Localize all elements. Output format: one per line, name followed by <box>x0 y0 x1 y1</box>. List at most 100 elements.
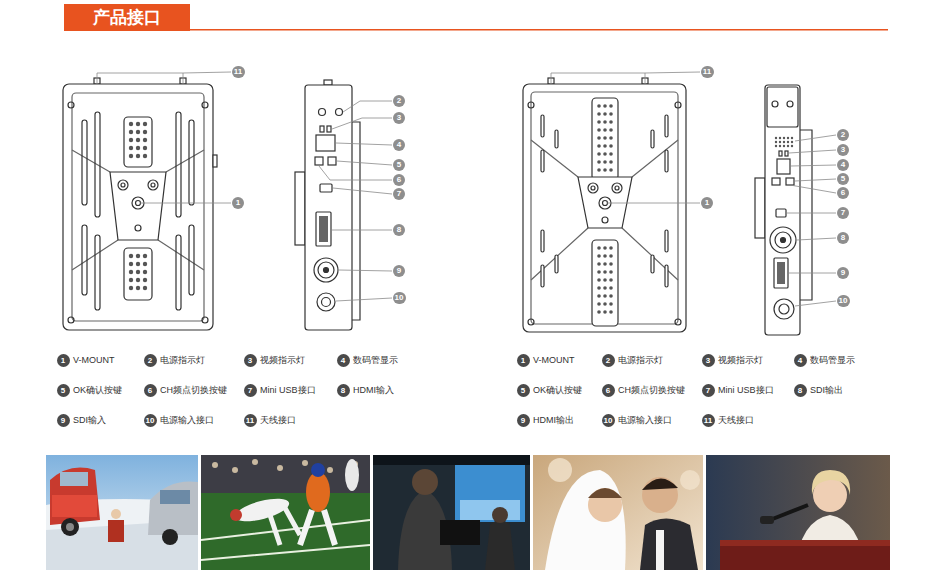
device-front-view <box>135 225 141 231</box>
device-front-view <box>597 246 601 250</box>
device-front-view <box>555 130 558 148</box>
title-bar <box>64 4 888 31</box>
part-name: 视频指示灯 <box>260 353 305 367</box>
device-front-view <box>136 130 140 134</box>
device-front-view <box>136 122 140 126</box>
device-front-view <box>151 183 155 187</box>
number-text: 8 <box>337 384 350 397</box>
photo-snow-cars <box>60 472 88 486</box>
number-text: 7 <box>702 384 715 397</box>
device-front-view <box>143 154 147 158</box>
number-text: 4 <box>393 139 405 151</box>
key-number: 6 <box>602 384 615 397</box>
device-front-view <box>136 286 140 290</box>
number-text: 6 <box>837 187 849 199</box>
device-front-view <box>597 144 601 148</box>
photo-speaker <box>706 455 890 570</box>
device-front-view <box>665 150 668 172</box>
leader-line <box>336 298 392 301</box>
photo-football <box>232 467 238 473</box>
device-side-view <box>785 151 788 156</box>
device-front-view <box>129 154 133 158</box>
photo-film-set <box>440 520 480 545</box>
device-front-view <box>603 246 607 250</box>
leader-line <box>607 203 700 204</box>
leader-line <box>97 73 183 84</box>
device-front-view <box>609 136 613 140</box>
device-front-view <box>136 138 140 142</box>
callout-number: 2 <box>837 129 849 141</box>
device-side-view <box>772 178 780 185</box>
number-text: 4 <box>337 354 350 367</box>
device-front-view <box>602 217 608 223</box>
number-text: 3 <box>702 354 715 367</box>
leader-line <box>319 166 392 180</box>
callout-number: 9 <box>837 267 849 279</box>
photo-football <box>345 459 359 491</box>
device-front-view <box>68 317 74 323</box>
part-name: 电源指示灯 <box>618 353 663 367</box>
part-name: HDMI输出 <box>533 413 574 427</box>
device-side-view <box>775 145 777 147</box>
device-side-view <box>316 212 331 246</box>
device-front-view <box>555 255 558 273</box>
photo-film-set <box>412 469 438 495</box>
number-text: 6 <box>144 384 157 397</box>
device-front-view <box>136 262 140 266</box>
device-front-view <box>609 294 613 298</box>
number-text: 2 <box>602 354 615 367</box>
device-front-view <box>541 265 544 287</box>
device-front-view <box>143 262 147 266</box>
photo-football <box>252 459 258 465</box>
leader-line <box>789 150 836 153</box>
device-front-view <box>603 152 607 156</box>
number-text: 7 <box>244 384 257 397</box>
device-front-view <box>675 102 681 108</box>
key-number: 1 <box>517 354 530 367</box>
callout-number: 10 <box>837 295 850 307</box>
device-side-view <box>767 87 798 127</box>
key-number: 4 <box>794 354 807 367</box>
part-name: OK确认按键 <box>73 383 122 397</box>
photo-film-set <box>373 455 530 570</box>
device-side-view <box>783 141 785 143</box>
callout-number: 7 <box>837 207 849 219</box>
device-front-view <box>124 117 152 167</box>
device-front-view <box>124 248 152 300</box>
callout-number: 2 <box>393 95 405 107</box>
number-text: 10 <box>602 414 615 427</box>
device-front-view <box>523 78 686 332</box>
device-front-view <box>651 130 654 148</box>
device-front-view <box>129 130 133 134</box>
key-number: 7 <box>702 384 715 397</box>
device-front-view <box>603 286 607 290</box>
device-front-view <box>136 146 140 150</box>
part-name: HDMI输入 <box>353 383 394 397</box>
photo-football <box>302 460 308 466</box>
photo-film-set <box>455 462 525 522</box>
photo-football <box>201 455 370 570</box>
callout-number: 1 <box>701 197 713 209</box>
part-name: 视频指示灯 <box>718 353 763 367</box>
device-front-view <box>609 310 613 314</box>
device-front-view <box>612 183 622 193</box>
device-front-view <box>603 144 607 148</box>
device-front-view <box>189 225 194 295</box>
device-side-view <box>772 101 778 107</box>
device-side-view <box>779 141 781 143</box>
device-front-view <box>675 319 681 325</box>
device-side-view <box>318 262 334 278</box>
device-front-view <box>609 144 613 148</box>
photo-wedding <box>533 455 703 570</box>
device-front-view <box>609 112 613 116</box>
title-bar <box>190 29 888 31</box>
callout-number: 9 <box>393 265 405 277</box>
title-bar <box>64 4 190 31</box>
device-front-view <box>609 254 613 258</box>
device-front-view <box>597 286 601 290</box>
device-side-view <box>800 130 812 300</box>
key-number: 7 <box>244 384 257 397</box>
photo-football <box>201 455 370 493</box>
device-front-view <box>609 302 613 306</box>
leader-line <box>791 165 836 166</box>
